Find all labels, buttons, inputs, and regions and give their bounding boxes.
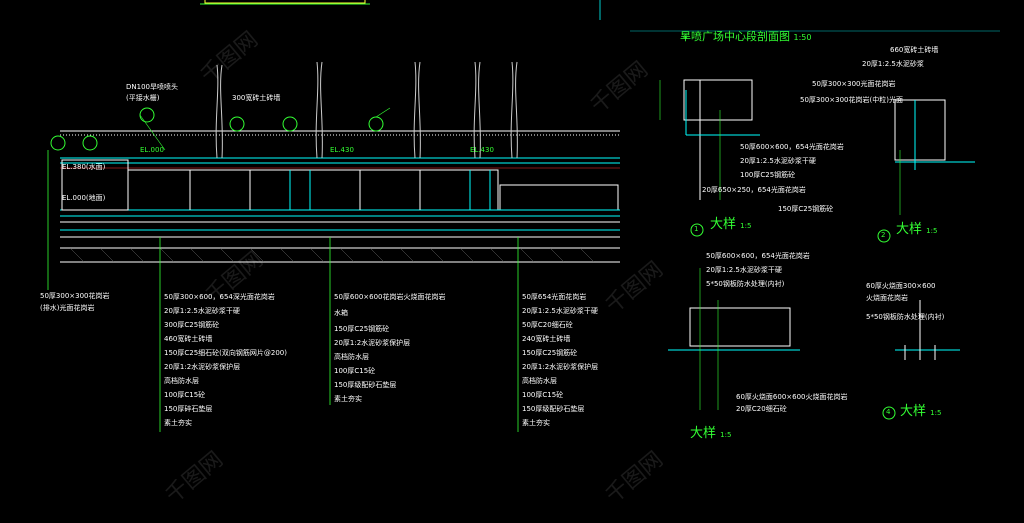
detail-3 bbox=[668, 268, 800, 410]
detail-3-title: 大样 1:5 bbox=[690, 422, 731, 441]
elev-mid-label: EL.430 bbox=[330, 146, 354, 154]
col1-note: 300厚C25钢筋砼 bbox=[164, 321, 220, 329]
detail-2-note: 660宽砖土砖墙 bbox=[890, 46, 939, 54]
col2-note: 素土夯实 bbox=[334, 395, 362, 403]
col3-note: 100厚C15砼 bbox=[522, 391, 564, 399]
left-el1-label: EL.380(水面) bbox=[62, 163, 106, 171]
detail-1-note: 100厚C25钢筋砼 bbox=[740, 171, 796, 179]
col1-note: 高档防水层 bbox=[164, 377, 199, 385]
col1-note: 20厚1:2水泥砂浆保护层 bbox=[164, 363, 241, 371]
detail-1-note: 20厚1:2.5水泥砂浆干硬 bbox=[740, 157, 816, 165]
detail-1-note: 150厚C25钢筋砼 bbox=[778, 205, 834, 213]
detail-4 bbox=[882, 300, 960, 420]
detail-3-label: 大样 bbox=[690, 426, 717, 441]
main-title-scale: 1:50 bbox=[793, 33, 812, 42]
col3-note: 素土夯实 bbox=[522, 419, 550, 427]
elev-left-label: EL.000 bbox=[140, 146, 164, 154]
detail-2-note: 20厚1:2.5水泥砂浆 bbox=[862, 60, 924, 68]
nozzle-sub-label: (平接水栅) bbox=[126, 94, 160, 102]
col1-note: 100厚C15砼 bbox=[164, 391, 206, 399]
detail-1-label: 大样 bbox=[710, 217, 737, 232]
col3-note: 高档防水层 bbox=[522, 377, 557, 385]
wall-label: 300宽砖土砖墙 bbox=[232, 94, 281, 102]
col3-note: 50厚C20细石砼 bbox=[522, 321, 573, 329]
left-el2-label: EL.000(地面) bbox=[62, 194, 106, 202]
marker-main-4: 4 bbox=[683, 33, 688, 41]
col1-note: 150厚C25细石砼(双向钢筋网片@200) bbox=[164, 349, 287, 357]
detail-4-title: 大样 1:5 bbox=[900, 400, 941, 419]
detail-4-note: 5*50钢板防水处理(内衬) bbox=[866, 313, 945, 321]
col2-note: 20厚1:2水泥砂浆保护层 bbox=[334, 339, 411, 347]
detail-2-note: 50厚300×300花岗岩(中粒)光面 bbox=[800, 96, 903, 104]
detail-1-note: 50厚600×600，654光面花岗岩 bbox=[740, 143, 844, 151]
detail-2-scale: 1:5 bbox=[926, 227, 938, 235]
main-section bbox=[47, 61, 620, 432]
col3-note: 150厚C25钢筋砼 bbox=[522, 349, 578, 357]
col1-note: 150厚碎石垫层 bbox=[164, 405, 213, 413]
col2-note: 50厚600×600花岗岩火烧面花岗岩 bbox=[334, 293, 446, 301]
col3-note: 150厚级配砂石垫层 bbox=[522, 405, 585, 413]
detail-2-note: 50厚300×300光面花岗岩 bbox=[812, 80, 896, 88]
detail-1-note: 20厚650×250，654光面花岗岩 bbox=[702, 186, 806, 194]
detail-3-scale: 1:5 bbox=[720, 431, 732, 439]
col1-note: 460宽砖土砖墙 bbox=[164, 335, 213, 343]
col1-note: 50厚300×600，654深光面花岗岩 bbox=[164, 293, 275, 301]
detail-3-note: 5*50钢板防水处理(内衬) bbox=[706, 280, 785, 288]
detail-4-note: 火烧面花岗岩 bbox=[866, 294, 908, 302]
detail-2-label: 大样 bbox=[896, 222, 923, 237]
detail-4-scale: 1:5 bbox=[930, 409, 942, 417]
left-note-line-2: (排水)光面花岗岩 bbox=[40, 304, 95, 312]
col2-note: 高档防水层 bbox=[334, 353, 369, 361]
col2-note: 150厚C25钢筋砼 bbox=[334, 325, 390, 333]
detail-1 bbox=[659, 79, 760, 237]
marker-1: 1 bbox=[694, 225, 699, 233]
detail-4-label: 大样 bbox=[900, 404, 927, 419]
col3-note: 50厚654光面花岗岩 bbox=[522, 293, 587, 301]
marker-2: 2 bbox=[881, 231, 886, 239]
detail-3-note: 50厚600×600，654光面花岗岩 bbox=[706, 252, 810, 260]
col2-note: 水箱 bbox=[334, 309, 348, 317]
nozzle-label: DN100旱喷喷头 bbox=[126, 83, 178, 91]
col3-note: 240宽砖土砖墙 bbox=[522, 335, 571, 343]
detail-1-title: 大样 1:5 bbox=[710, 213, 751, 232]
detail-2-title: 大样 1:5 bbox=[896, 218, 937, 237]
col2-note: 150厚级配砂石垫层 bbox=[334, 381, 397, 389]
detail-3-note: 20厚C20细石砼 bbox=[736, 405, 787, 413]
detail-3-note: 60厚火烧面600×600火烧面花岗岩 bbox=[736, 393, 848, 401]
col3-note: 20厚1:2水泥砂浆保护层 bbox=[522, 363, 599, 371]
elev-mid2-label: EL.430 bbox=[470, 146, 494, 154]
main-title: 旱喷广场中心段剖面图 1:50 bbox=[680, 28, 811, 44]
main-title-text: 旱喷广场中心段剖面图 bbox=[680, 30, 790, 43]
left-note-line-1: 50厚300×300花岗岩 bbox=[40, 292, 110, 300]
detail-4-note: 60厚火烧面300×600 bbox=[866, 282, 936, 290]
marker-4: 4 bbox=[886, 408, 891, 416]
col2-note: 100厚C15砼 bbox=[334, 367, 376, 375]
col1-note: 20厚1:2.5水泥砂浆干硬 bbox=[164, 307, 240, 315]
detail-2 bbox=[877, 99, 975, 243]
col3-note: 20厚1:2.5水泥砂浆干硬 bbox=[522, 307, 598, 315]
col1-note: 素土夯实 bbox=[164, 419, 192, 427]
detail-3-note: 20厚1:2.5水泥砂浆干硬 bbox=[706, 266, 782, 274]
detail-1-scale: 1:5 bbox=[740, 222, 752, 230]
